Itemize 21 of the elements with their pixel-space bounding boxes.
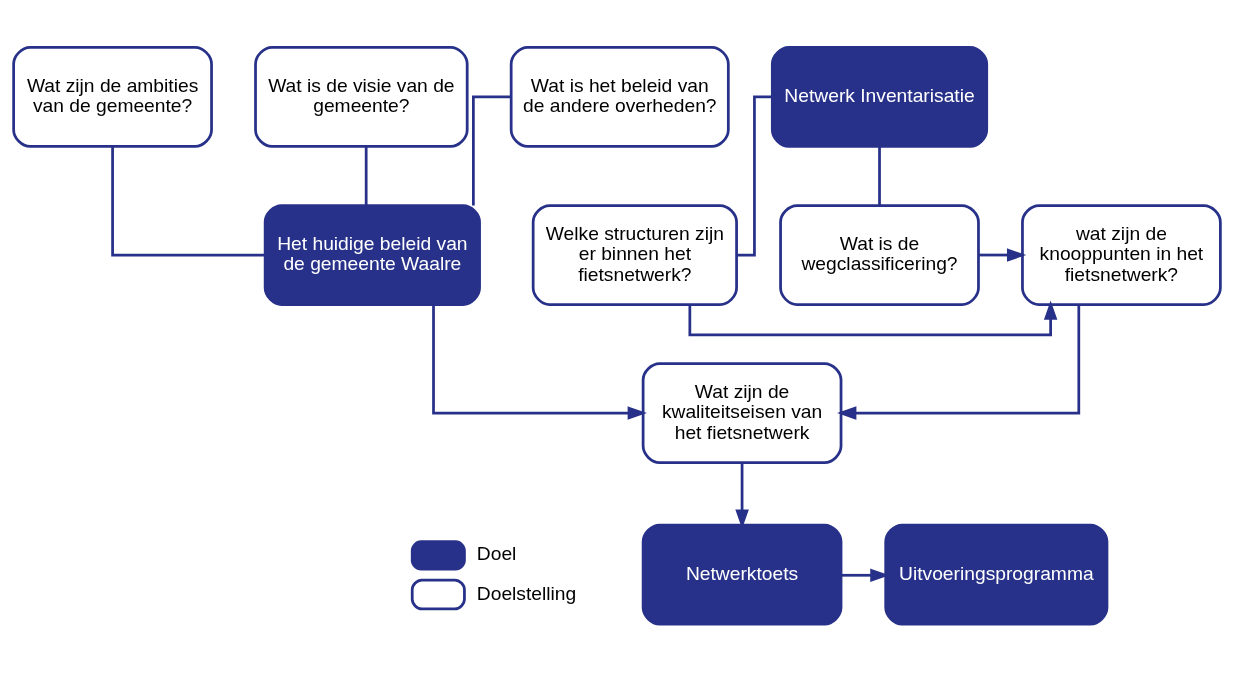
legend-label: Doel [476, 543, 517, 565]
connector [364, 146, 368, 206]
arrow [837, 304, 1081, 420]
node-box: Wat zijn de kwaliteitseisen van het fietsnetwerk [641, 362, 843, 464]
node-box: Het huidige beleid van de gemeente Waalre [263, 204, 481, 306]
node-box: Wat is de wegclassificering? [779, 204, 980, 306]
node-box: Uitvoeringsprogramma [884, 523, 1109, 626]
arrow [688, 300, 1058, 337]
node-box: Wat is het beleid van de andere overheden? [509, 46, 730, 148]
legend-label: Doelstelling [476, 582, 577, 604]
connector [111, 146, 265, 257]
node-box: Wat is de visie van de gemeente? [254, 46, 469, 148]
node-box: Netwerk Inventarisatie [770, 46, 989, 148]
node-box: Netwerktoets [641, 523, 843, 626]
arrow [978, 248, 1027, 262]
node-box: Welke structuren zijn er binnen het fietsnetwerk? [531, 204, 738, 306]
node-box: Wat zijn de ambities van de gemeente? [12, 46, 213, 148]
node-box: wat zijn de knooppunten in het fietsnetwerk? [1021, 204, 1222, 306]
connector [472, 95, 512, 206]
arrow [432, 304, 647, 420]
connector [878, 146, 881, 206]
